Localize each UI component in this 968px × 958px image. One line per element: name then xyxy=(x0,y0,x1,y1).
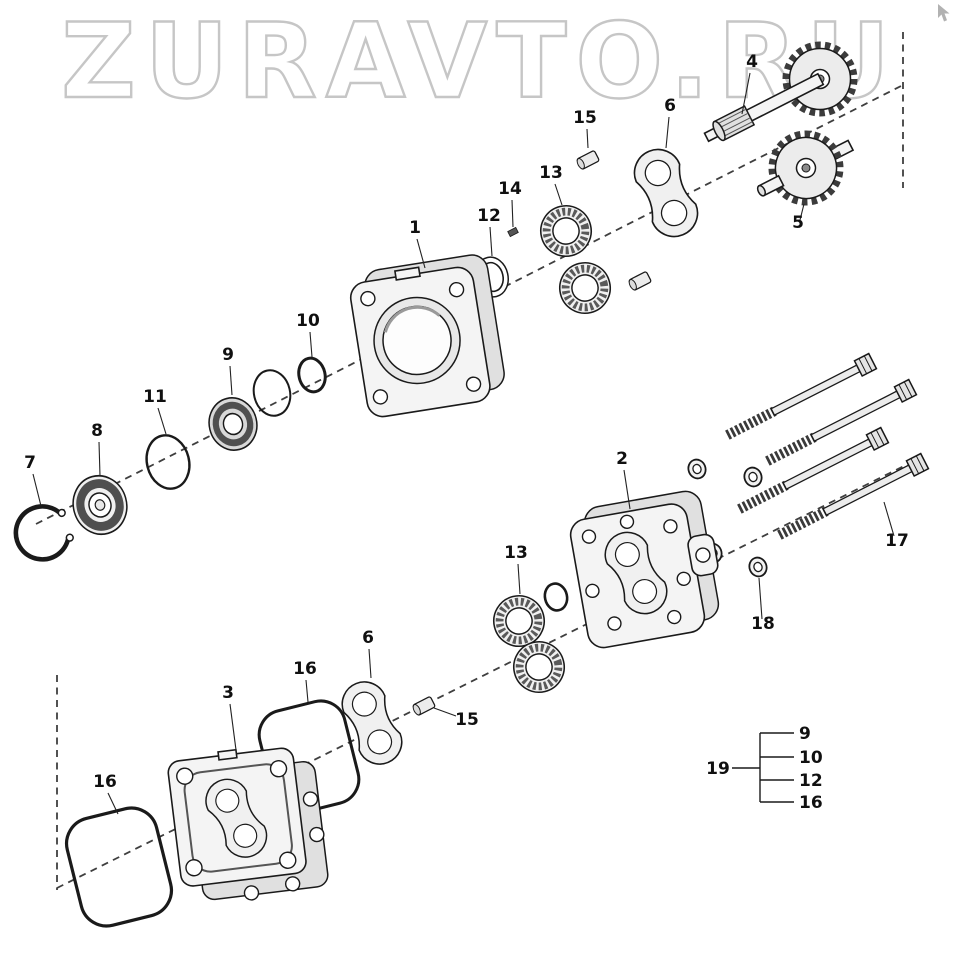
legend-item-12: 12 xyxy=(799,771,823,791)
driven-gear xyxy=(760,122,851,213)
callout-labels: 7 8 11 9 10 1 12 14 13 15 6 4 5 16 3 16 … xyxy=(24,52,909,792)
legend-bracket xyxy=(732,732,794,803)
watermark-text: ZURAVTO.RU xyxy=(61,2,899,122)
callout-11: 11 xyxy=(143,387,167,407)
legend-item-10: 10 xyxy=(799,748,823,768)
callout-13b: 13 xyxy=(504,543,528,563)
bolt-17d xyxy=(775,454,928,543)
flange-notch xyxy=(393,266,421,281)
snap-ring-7 xyxy=(13,504,74,562)
dowel-pin xyxy=(626,270,653,292)
mounting-holes xyxy=(360,281,482,405)
front-flange-1 xyxy=(349,254,505,418)
driven-gear-5 xyxy=(743,115,866,222)
needle-bearing-13b xyxy=(554,257,615,318)
retaining-ring-11 xyxy=(145,434,191,490)
bolt-set-17 xyxy=(723,354,928,543)
cover-bolt-holes xyxy=(581,514,691,631)
needle-bearing-13a xyxy=(535,200,596,261)
leader-lines xyxy=(32,72,895,815)
callout-9: 9 xyxy=(222,345,234,365)
callout-10: 10 xyxy=(296,311,320,331)
key-pin-14 xyxy=(507,226,519,238)
seal-kit-legend: 19 9 10 12 16 xyxy=(706,724,823,813)
axis-centerline-lower xyxy=(56,457,921,889)
ball-bearing-8 xyxy=(72,474,128,536)
callout-1: 1 xyxy=(409,218,421,238)
bolt-17a xyxy=(723,354,876,443)
callout-13a: 13 xyxy=(539,163,563,183)
callout-2: 2 xyxy=(616,449,628,469)
housing-bolt-holes xyxy=(176,760,297,877)
rear-cover-2 xyxy=(569,490,720,649)
legend-item-16: 16 xyxy=(799,793,823,813)
bore-shadow xyxy=(383,305,441,333)
side-tab xyxy=(687,533,719,577)
washer-18 xyxy=(745,554,771,580)
drive-gear-shaft-4 xyxy=(703,45,854,143)
pump-housing-3 xyxy=(167,747,329,901)
callout-16a: 16 xyxy=(93,772,117,792)
callout-18: 18 xyxy=(751,614,775,634)
cursor-icon xyxy=(938,4,950,22)
roller-pin-15a xyxy=(574,149,601,171)
journal-end-cap xyxy=(756,184,766,197)
housing-notch xyxy=(217,748,238,761)
callout-14: 14 xyxy=(498,179,522,199)
callout-6b: 6 xyxy=(362,628,374,648)
legend-item-9: 9 xyxy=(799,724,811,744)
callout-6a: 6 xyxy=(664,96,676,116)
washer xyxy=(684,456,710,482)
shaft-seal-9 xyxy=(208,397,258,451)
callout-15b: 15 xyxy=(455,710,479,730)
callout-7: 7 xyxy=(24,453,36,473)
side-face-holes xyxy=(243,791,325,901)
washer xyxy=(740,464,766,490)
thrust-plate-6a xyxy=(626,141,706,245)
roller-pin-15b xyxy=(410,695,437,717)
backup-ring xyxy=(252,369,292,417)
seal-groove xyxy=(183,763,293,873)
legend-label-19: 19 xyxy=(706,759,730,779)
o-ring-small xyxy=(543,582,569,612)
callout-3: 3 xyxy=(222,683,234,703)
callout-8: 8 xyxy=(91,421,103,441)
callout-15a: 15 xyxy=(573,108,597,128)
spline-end-cap xyxy=(712,120,726,142)
gasket-16a xyxy=(59,800,179,934)
callout-12: 12 xyxy=(477,206,501,226)
callout-16b: 16 xyxy=(293,659,317,679)
callout-4: 4 xyxy=(746,52,758,72)
callout-5: 5 xyxy=(792,213,804,233)
spline-lines xyxy=(715,108,753,138)
o-ring-10 xyxy=(297,356,327,394)
callout-17: 17 xyxy=(885,531,909,551)
